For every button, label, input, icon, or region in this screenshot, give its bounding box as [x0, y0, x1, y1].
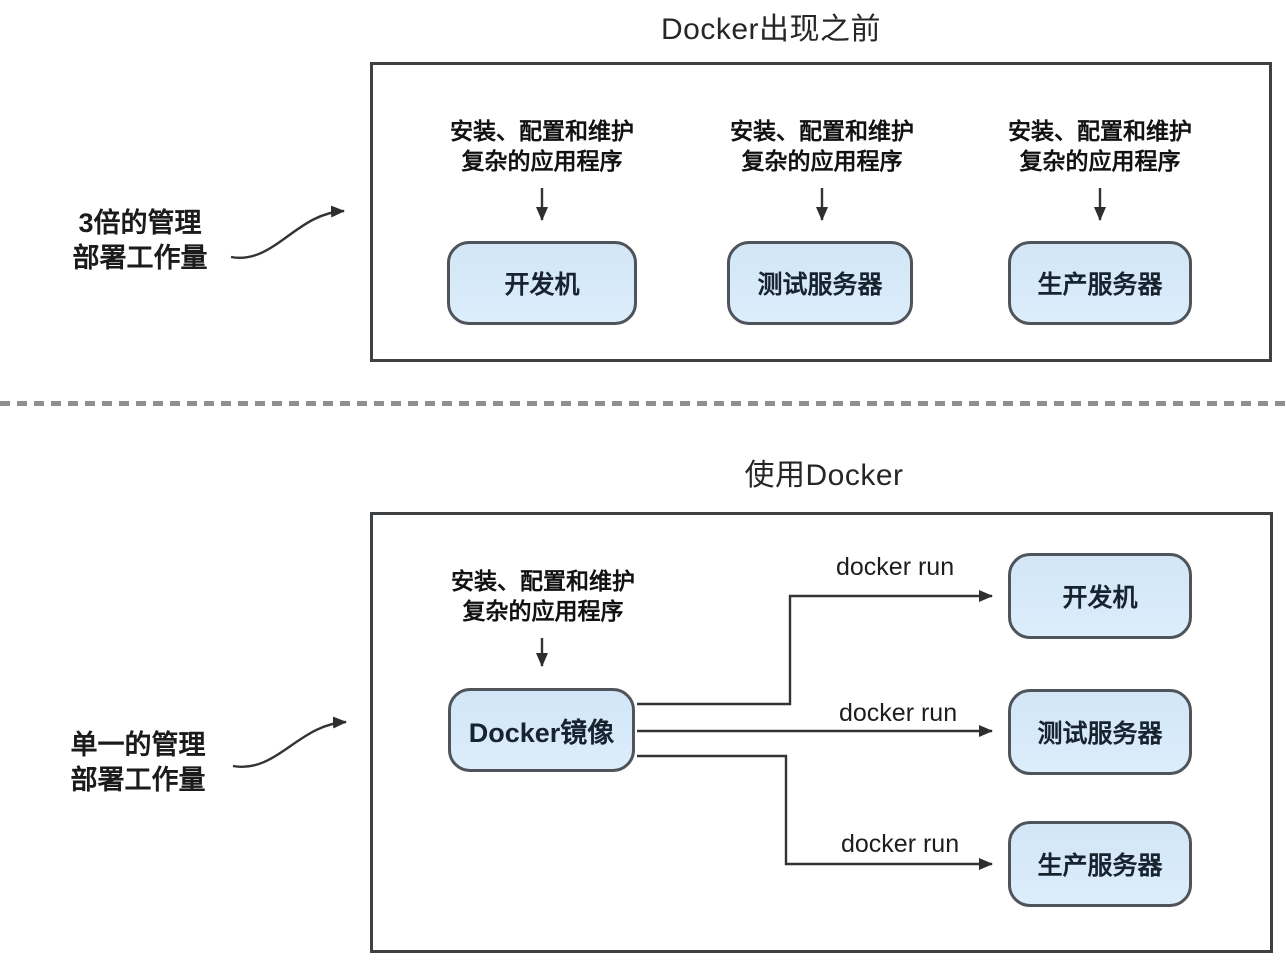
after-caption: 安装、配置和维护 复杂的应用程序 — [451, 566, 635, 626]
before-caption-dev: 安装、配置和维护 复杂的应用程序 — [450, 116, 634, 176]
before-node-prod-server: 生产服务器 — [1008, 241, 1192, 325]
caption-line: 复杂的应用程序 — [461, 148, 623, 174]
after-side-label: 单一的管理 部署工作量 — [71, 728, 206, 798]
caption-line: 复杂的应用程序 — [462, 598, 624, 624]
caption-line: 复杂的应用程序 — [741, 148, 903, 174]
side-label-line: 部署工作量 — [72, 243, 208, 273]
curved-arrow-icon — [230, 205, 345, 260]
caption-line: 安装、配置和维护 — [1008, 118, 1192, 144]
before-caption-prod: 安装、配置和维护 复杂的应用程序 — [1008, 116, 1192, 176]
after-node-prod-server: 生产服务器 — [1008, 821, 1192, 907]
side-label-line: 单一的管理 — [70, 730, 206, 760]
docker-run-label-test: docker run — [839, 699, 958, 727]
caption-line: 安装、配置和维护 — [451, 568, 635, 594]
after-node-docker-image: Docker镜像 — [448, 688, 635, 772]
after-node-dev-machine: 开发机 — [1008, 553, 1192, 639]
before-side-label: 3倍的管理 部署工作量 — [73, 206, 208, 276]
side-label-line: 3倍的管理 — [78, 208, 202, 238]
after-section-title: 使用Docker — [744, 459, 904, 492]
docker-run-label-dev: docker run — [836, 553, 955, 581]
before-caption-test: 安装、配置和维护 复杂的应用程序 — [730, 116, 914, 176]
before-section-title: Docker出现之前 — [660, 13, 882, 46]
side-label-line: 部署工作量 — [70, 765, 206, 795]
after-node-test-server: 测试服务器 — [1008, 689, 1192, 775]
before-node-test-server: 测试服务器 — [727, 241, 913, 325]
caption-line: 安装、配置和维护 — [450, 118, 634, 144]
curved-arrow-icon — [232, 716, 347, 769]
caption-line: 安装、配置和维护 — [730, 118, 914, 144]
docker-run-label-prod: docker run — [841, 830, 960, 858]
before-node-dev-machine: 开发机 — [447, 241, 637, 325]
caption-line: 复杂的应用程序 — [1019, 148, 1181, 174]
dashed-divider — [0, 401, 1286, 406]
